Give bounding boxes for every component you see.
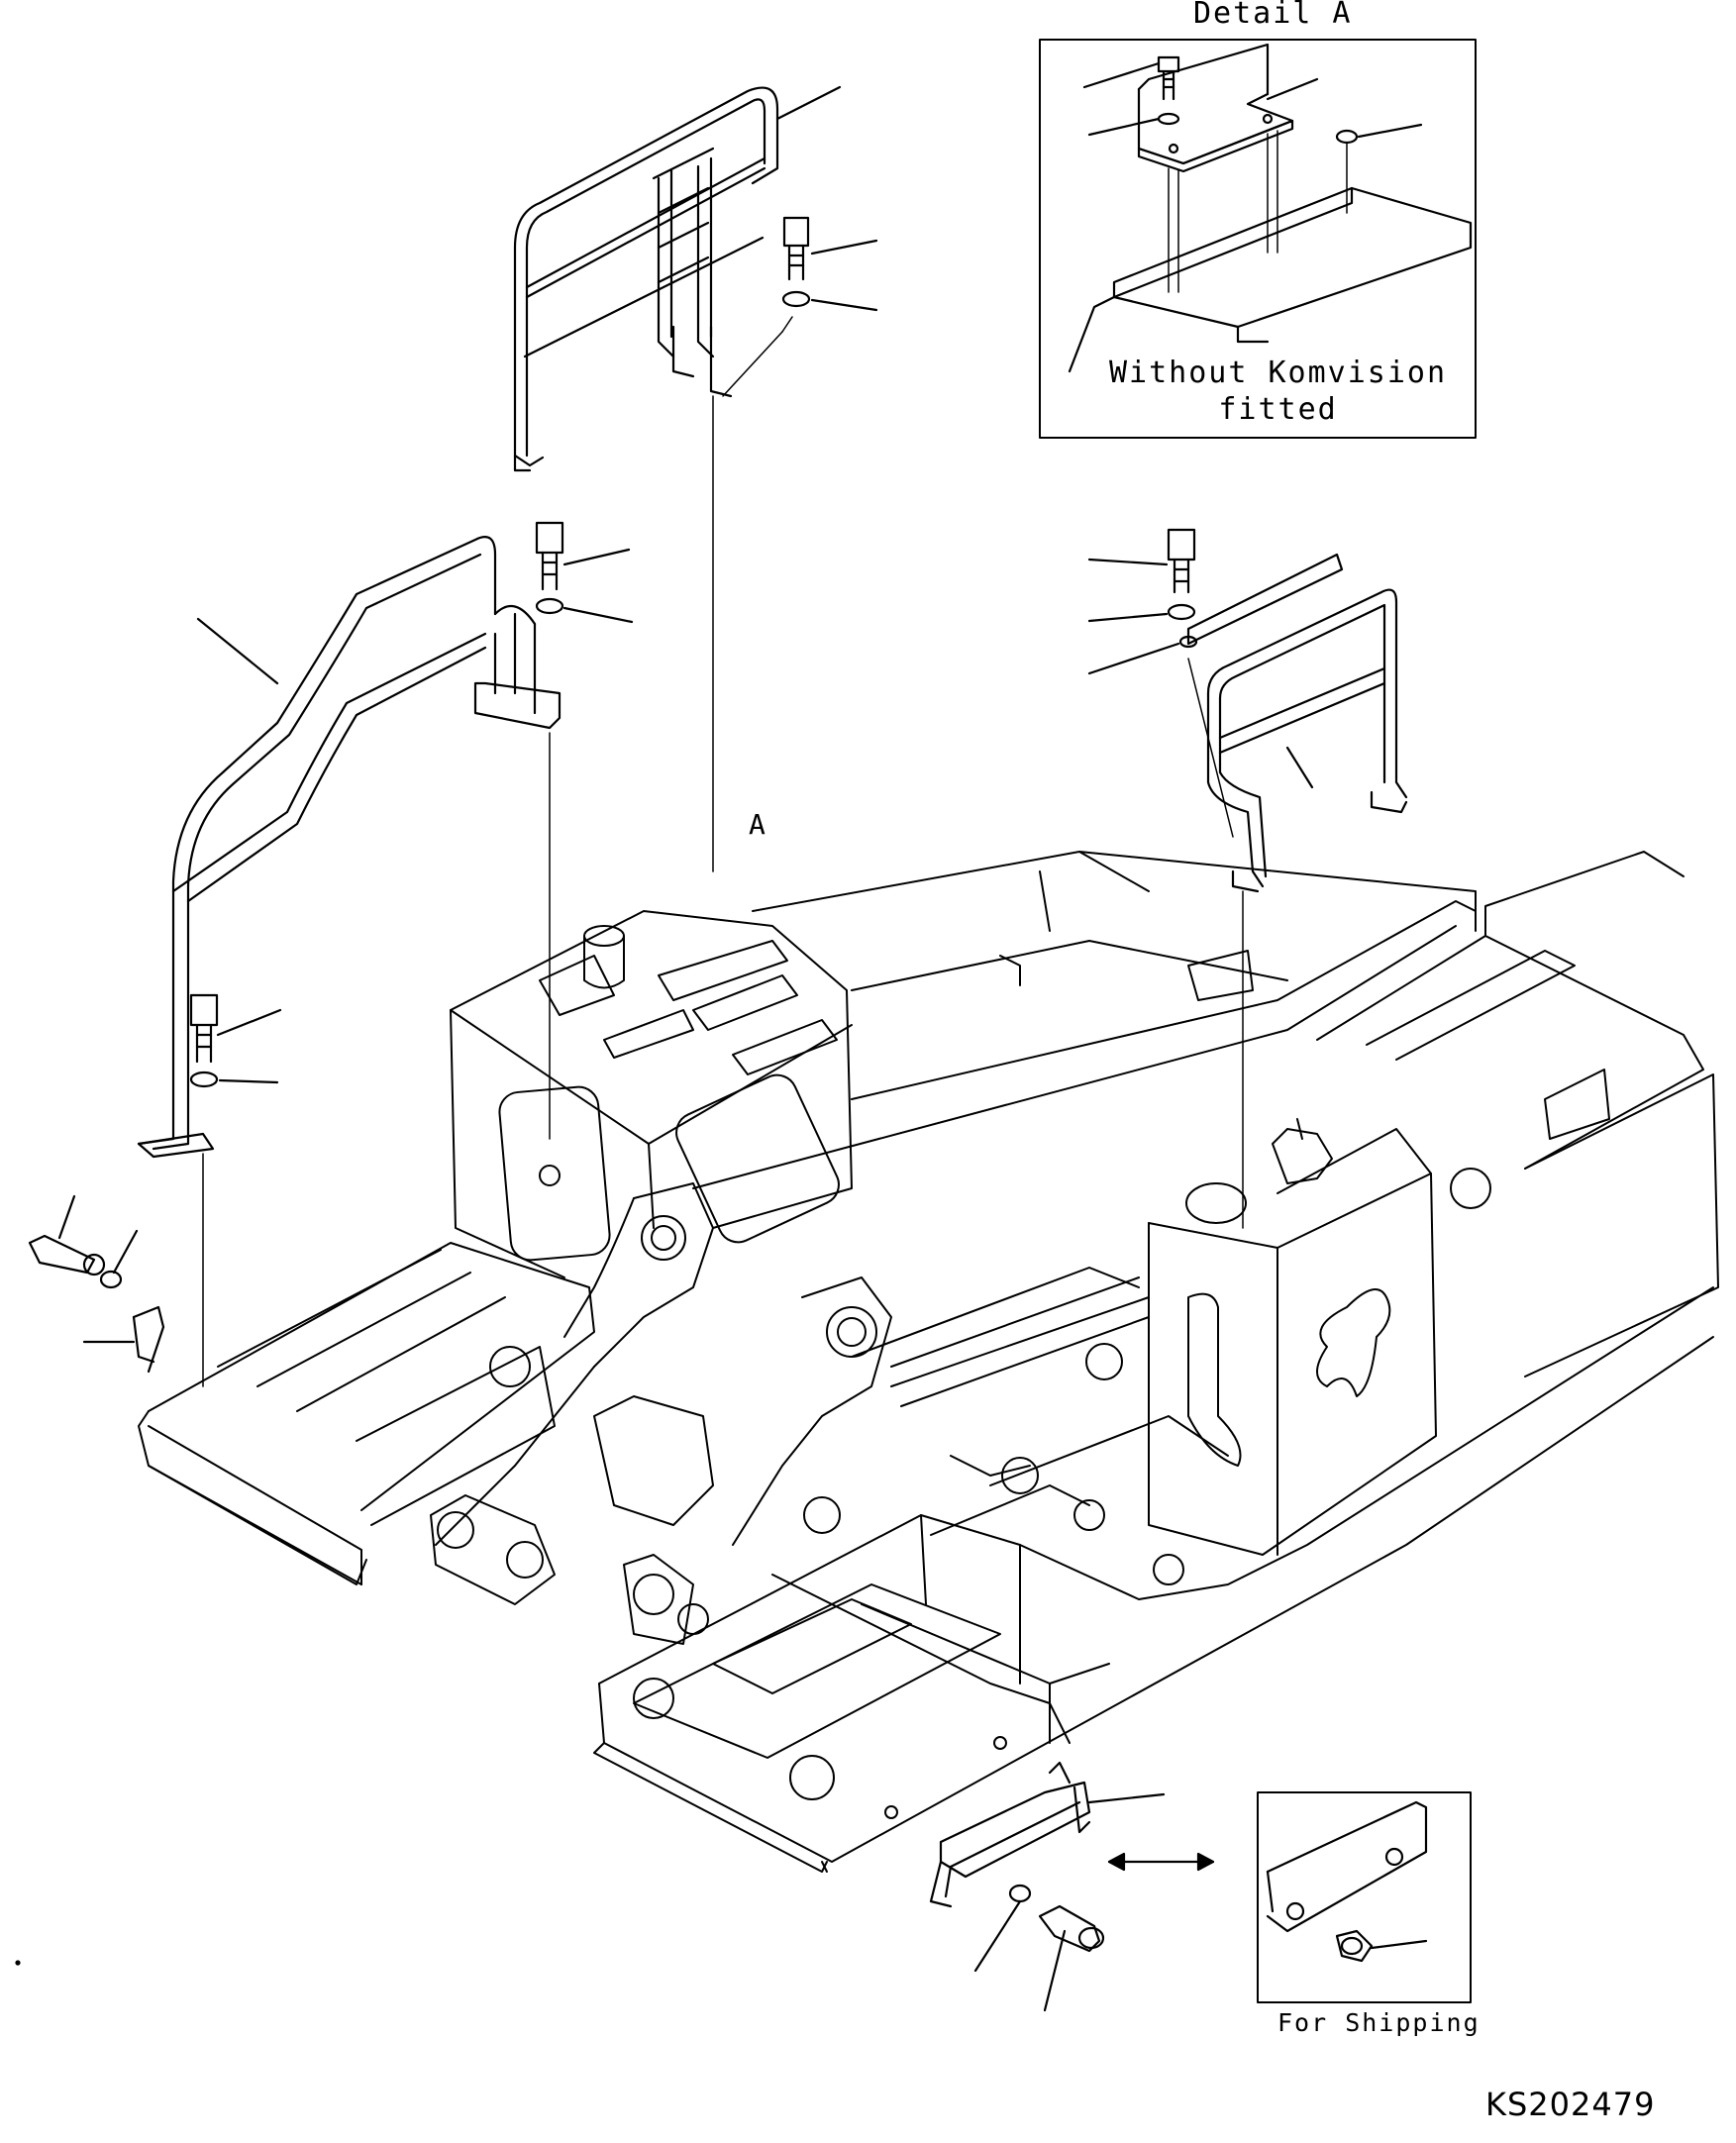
right-railing bbox=[1186, 553, 1408, 1229]
left-clip-parts bbox=[28, 1194, 165, 1374]
shipping-bracket bbox=[929, 1761, 1166, 1908]
shipping-caption: For Shipping bbox=[1277, 2008, 1481, 2037]
detail-a-caption-line2: fitted bbox=[1218, 392, 1338, 427]
left-lower-bolt-icon bbox=[189, 993, 282, 1088]
detail-bolt-icon bbox=[1157, 55, 1180, 126]
double-arrow-icon bbox=[1107, 1852, 1215, 1872]
drawing-number: KS202479 bbox=[1485, 2086, 1656, 2123]
detail-plate bbox=[1137, 43, 1294, 173]
main-frame bbox=[138, 851, 1719, 1873]
detail-plug-icon bbox=[1335, 129, 1359, 145]
center-bolt-icon bbox=[781, 216, 878, 312]
shipping-nut-bolt-icon bbox=[973, 1884, 1105, 2012]
center-railing bbox=[513, 86, 793, 872]
left-railing bbox=[137, 536, 562, 1387]
shipping-box bbox=[1257, 1791, 1472, 2003]
detail-a-box bbox=[1039, 39, 1477, 439]
detail-a-caption: Without Komvision fitted bbox=[1109, 355, 1447, 428]
right-bolt-icon bbox=[1087, 528, 1198, 675]
detail-a-title: Detail A bbox=[1193, 0, 1353, 31]
detail-base-frame bbox=[1068, 186, 1473, 373]
detail-a-caption-line1: Without Komvision bbox=[1109, 356, 1448, 390]
left-upper-bolt-icon bbox=[535, 521, 634, 624]
view-a-marker: A bbox=[749, 808, 767, 841]
